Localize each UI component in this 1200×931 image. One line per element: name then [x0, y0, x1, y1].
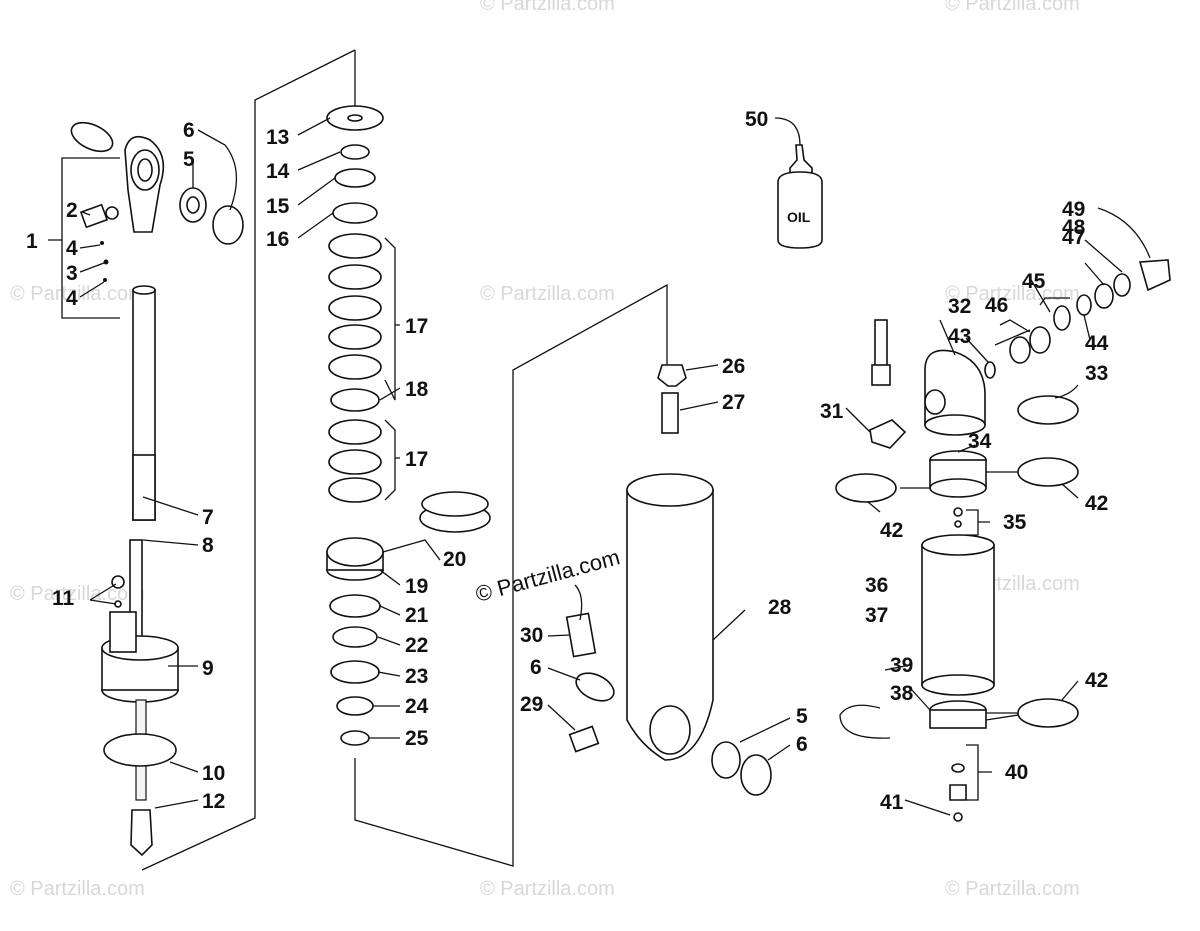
- callout-32: 32: [948, 295, 971, 318]
- watermark-text: © Partzilla.com: [945, 283, 1080, 305]
- callout-50: 50: [745, 108, 768, 131]
- reservoir-assembly: [835, 259, 1171, 822]
- callout-3: 3: [66, 262, 78, 285]
- callout-34: 34: [968, 430, 992, 453]
- callout-7: 7: [202, 506, 214, 529]
- callout-41: 41: [880, 791, 904, 814]
- callout-16: 16: [266, 228, 289, 251]
- callout-12: 12: [202, 790, 225, 813]
- callout-13: 13: [266, 126, 289, 149]
- callout-2: 2: [66, 199, 78, 222]
- leader-lines: [48, 117, 1151, 816]
- callout-labels: 6 5 2 1 4 3 4 7 8 11 9 10 12 13 14 15 16…: [26, 108, 1109, 814]
- watermark-text: © Partzilla.com: [945, 878, 1080, 900]
- callout-4: 4: [66, 287, 78, 310]
- callout-15: 15: [266, 195, 290, 218]
- shaft-eye-assembly: [70, 121, 244, 857]
- watermark-text: © Partzilla.com: [10, 583, 145, 605]
- callout-11: 11: [52, 587, 75, 610]
- callout-38: 38: [890, 682, 914, 705]
- callout-8: 8: [202, 534, 214, 557]
- callout-36: 36: [865, 574, 888, 597]
- callout-4: 4: [66, 237, 78, 260]
- callout-37: 37: [865, 604, 888, 627]
- watermark-text: © Partzilla.com: [480, 0, 615, 15]
- callout-29: 29: [520, 693, 543, 716]
- watermark-text: © Partzilla.com: [10, 283, 145, 305]
- watermark-text: © Partzilla.com: [10, 878, 145, 900]
- oil-label: OIL: [787, 209, 811, 225]
- callout-20: 20: [443, 548, 466, 571]
- callout-39: 39: [890, 654, 913, 677]
- callout-18: 18: [405, 378, 429, 401]
- callout-47: 47: [1062, 226, 1085, 249]
- callout-28: 28: [768, 596, 792, 619]
- callout-24: 24: [405, 695, 429, 718]
- callout-21: 21: [405, 604, 429, 627]
- callout-42: 42: [880, 519, 903, 542]
- watermark-text: © Partzilla.com: [480, 878, 615, 900]
- callout-40: 40: [1005, 761, 1028, 784]
- callout-46: 46: [985, 294, 1008, 317]
- watermark-text: © Partzilla.com: [945, 0, 1080, 15]
- callout-43: 43: [948, 325, 971, 348]
- callout-48: 48: [1062, 216, 1086, 239]
- shim-stack: [326, 50, 491, 746]
- callout-6: 6: [530, 656, 542, 679]
- callout-26: 26: [722, 355, 745, 378]
- callout-9: 9: [202, 657, 214, 680]
- callout-1: 1: [26, 230, 38, 253]
- callout-33: 33: [1085, 362, 1108, 385]
- callout-49: 49: [1062, 198, 1085, 221]
- callout-35: 35: [1003, 511, 1027, 534]
- panel-outline-left: [141, 49, 356, 871]
- callout-30: 30: [520, 624, 543, 647]
- callout-42: 42: [1085, 492, 1108, 515]
- callout-5: 5: [796, 705, 808, 728]
- callout-19: 19: [405, 575, 428, 598]
- callout-22: 22: [405, 634, 428, 657]
- callout-6: 6: [796, 733, 808, 756]
- callout-31: 31: [820, 400, 844, 423]
- shock-body: [565, 364, 772, 796]
- callout-45: 45: [1022, 270, 1046, 293]
- callout-5: 5: [183, 148, 195, 171]
- callout-25: 25: [405, 727, 429, 750]
- callout-44: 44: [1085, 332, 1109, 355]
- watermark-center: © Partzilla.com: [473, 544, 623, 607]
- watermark-text: © Partzilla.com: [480, 283, 615, 305]
- callout-6: 6: [183, 119, 195, 142]
- callout-27: 27: [722, 391, 745, 414]
- watermarks: © Partzilla.com © Partzilla.com © Partzi…: [10, 0, 1080, 900]
- callout-10: 10: [202, 762, 225, 785]
- callout-23: 23: [405, 665, 428, 688]
- callout-17: 17: [405, 315, 428, 338]
- panel-outline-right: [354, 283, 668, 867]
- callout-17: 17: [405, 448, 428, 471]
- oil-bottle: OIL: [777, 144, 823, 249]
- callout-42: 42: [1085, 669, 1108, 692]
- callout-14: 14: [266, 160, 290, 183]
